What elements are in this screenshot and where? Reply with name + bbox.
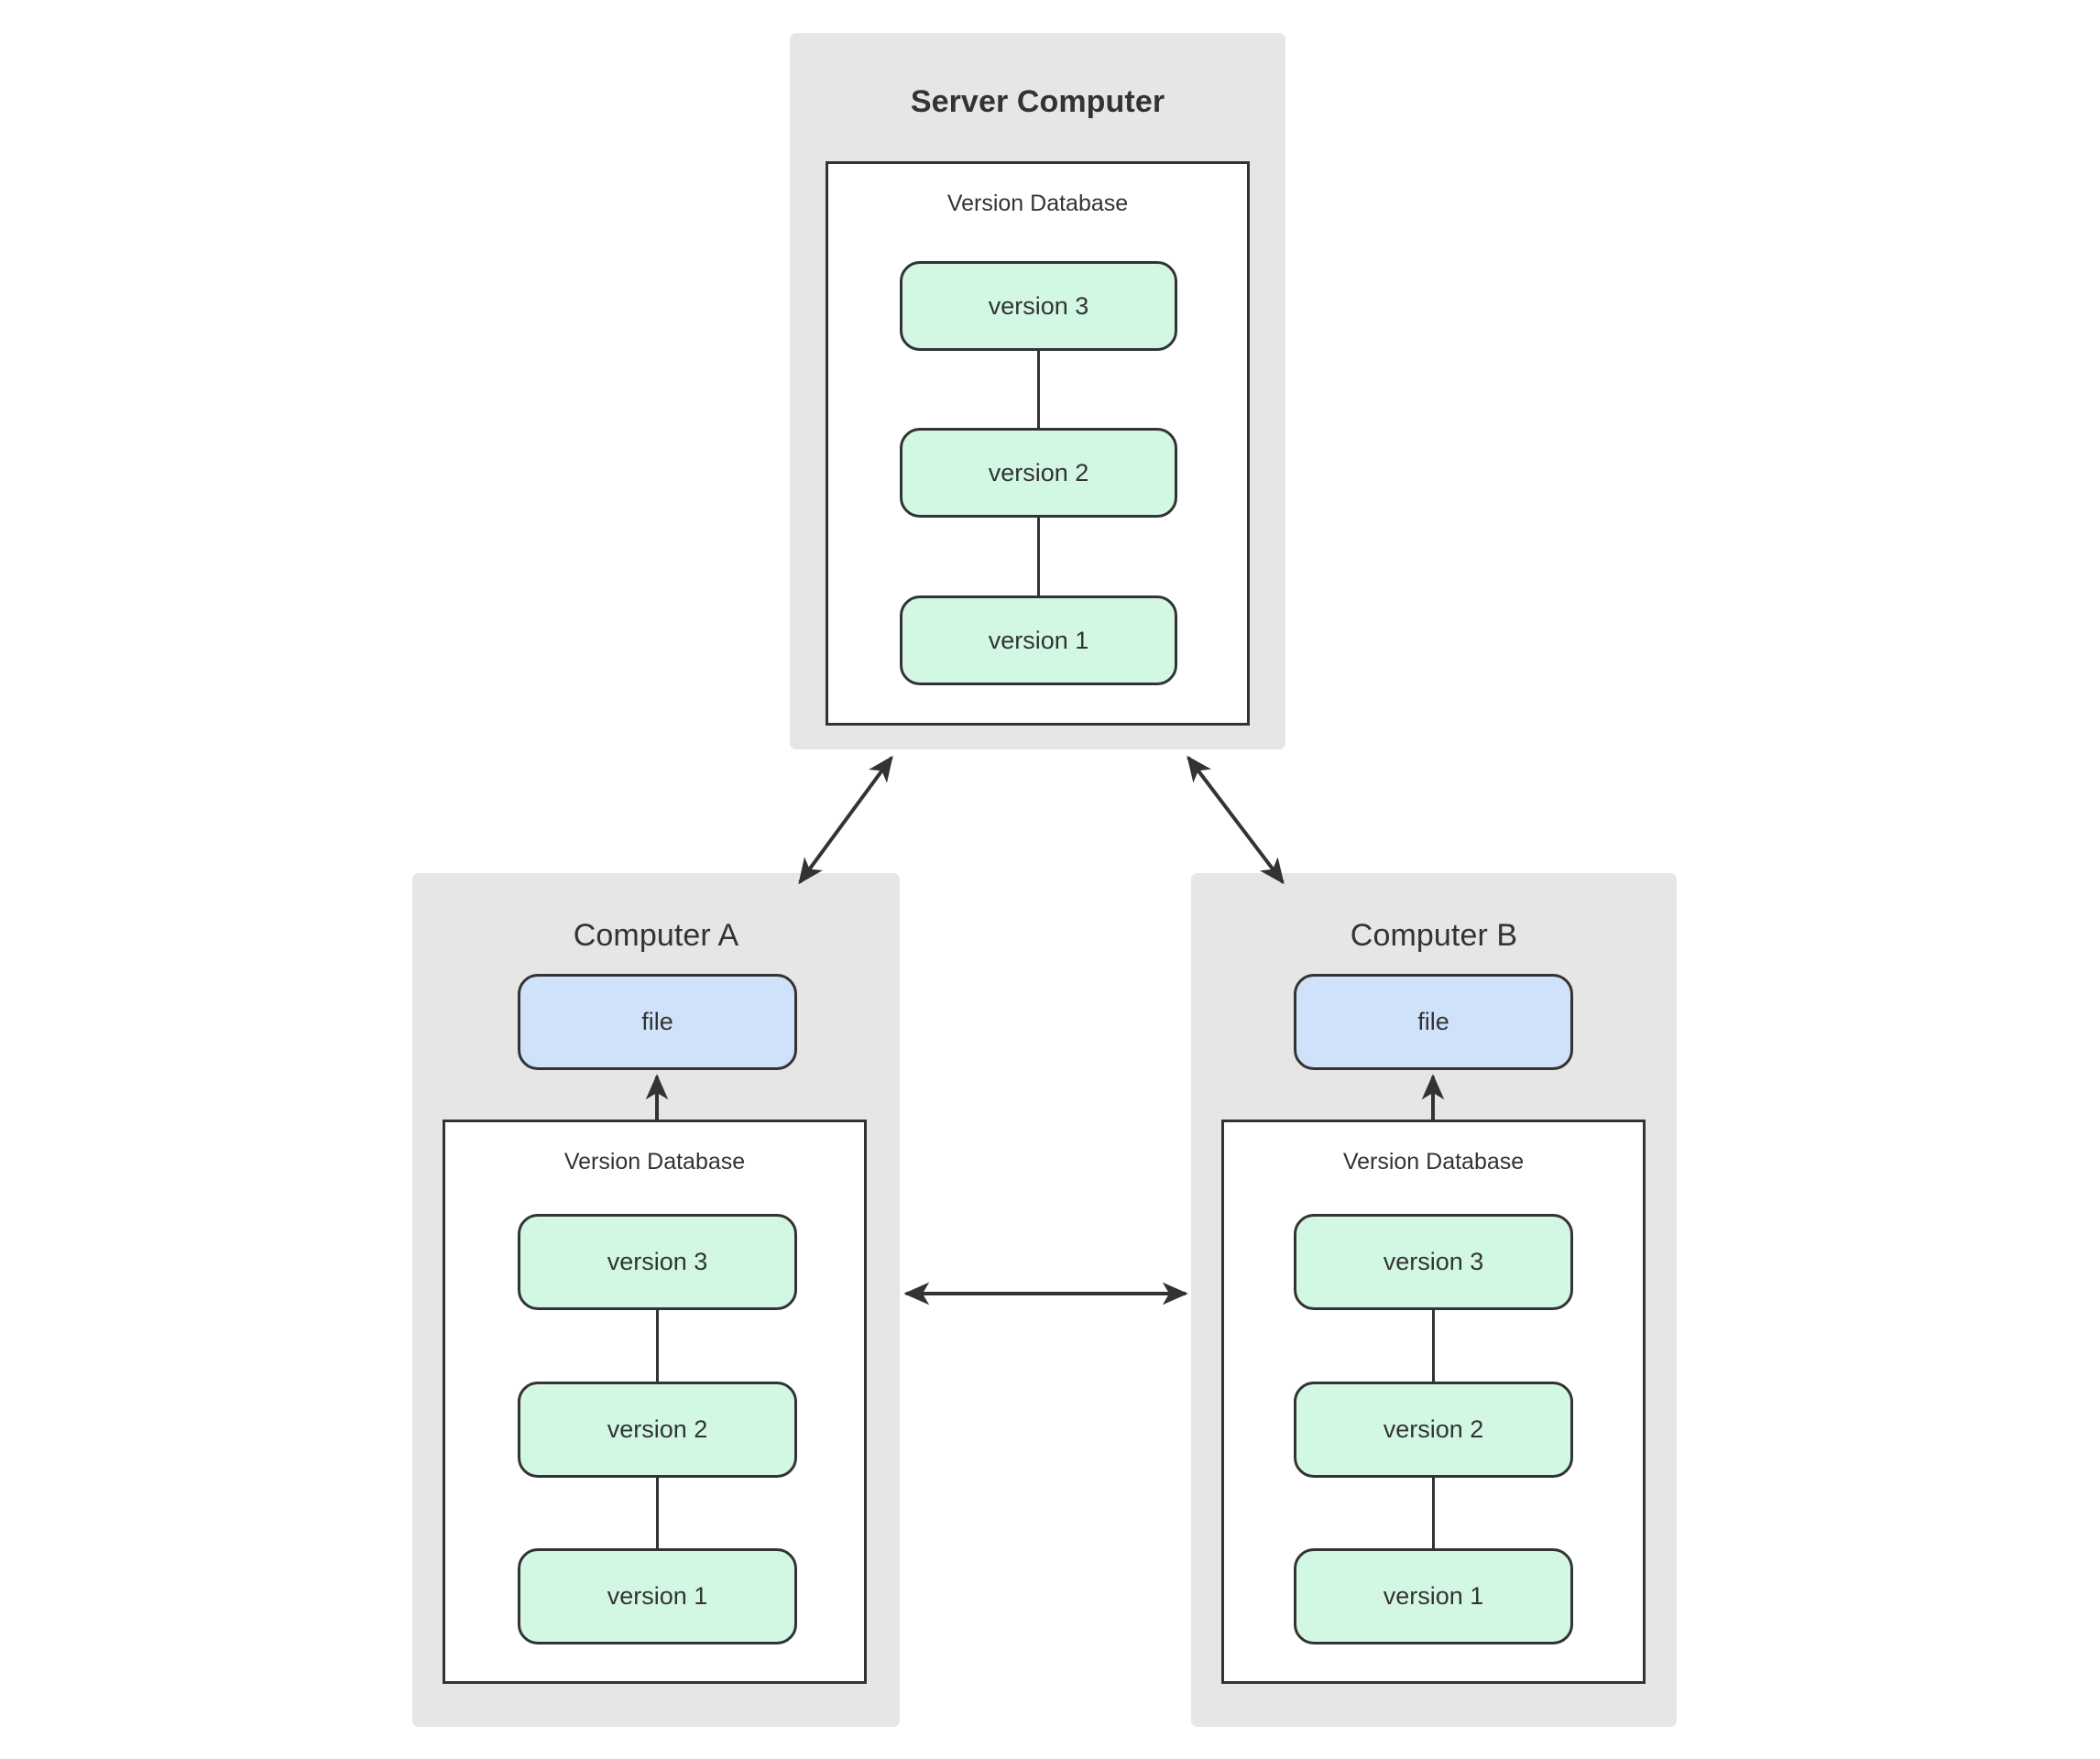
- computer-b-title: Computer B: [1350, 918, 1518, 953]
- computer-b-version-2-label: version 2: [1383, 1415, 1484, 1443]
- computer-b-version-2-node[interactable]: version 2: [1294, 1382, 1573, 1478]
- computer-b-file-node[interactable]: file: [1294, 974, 1573, 1070]
- server-version-2-to-1-connector: [1037, 518, 1040, 606]
- computer-b-version-database-label: Version Database: [1342, 1149, 1525, 1174]
- computer-a-file-label: file: [641, 1008, 673, 1035]
- server-version-3-label: version 3: [988, 291, 1089, 320]
- computer-a-title: Computer A: [573, 918, 739, 953]
- server-version-3-node[interactable]: version 3: [900, 261, 1177, 351]
- computer-b-version-3-to-2-connector: [1432, 1310, 1435, 1393]
- arrow-server-to-computer-b: [1187, 755, 1285, 885]
- server-version-1-node[interactable]: version 1: [900, 595, 1177, 685]
- computer-a-version-2-label: version 2: [607, 1415, 708, 1443]
- server-version-2-label: version 2: [988, 458, 1089, 486]
- arrow-server-to-computer-a: [798, 755, 893, 885]
- computer-a-version-1-node[interactable]: version 1: [518, 1548, 797, 1644]
- computer-b-version-3-label: version 3: [1383, 1248, 1484, 1275]
- computer-a-version-3-to-2-connector: [656, 1310, 659, 1393]
- server-version-1-label: version 1: [988, 626, 1089, 654]
- server-version-2-node[interactable]: version 2: [900, 428, 1177, 518]
- computer-b-file-label: file: [1417, 1008, 1449, 1035]
- server-version-database-label: Version Database: [946, 191, 1129, 216]
- server-version-3-to-2-connector: [1037, 351, 1040, 439]
- computer-a-version-1-label: version 1: [607, 1582, 708, 1610]
- computer-b-version-3-node[interactable]: version 3: [1294, 1214, 1573, 1310]
- computer-a-version-2-node[interactable]: version 2: [518, 1382, 797, 1478]
- computer-b-version-1-label: version 1: [1383, 1582, 1484, 1610]
- computer-a-version-2-to-1-connector: [656, 1478, 659, 1560]
- computer-a-file-node[interactable]: file: [518, 974, 797, 1070]
- computer-a-version-database-label: Version Database: [563, 1149, 746, 1174]
- computer-a-version-3-node[interactable]: version 3: [518, 1214, 797, 1310]
- computer-a-version-3-label: version 3: [607, 1248, 708, 1275]
- computer-b-version-2-to-1-connector: [1432, 1478, 1435, 1560]
- computer-b-version-1-node[interactable]: version 1: [1294, 1548, 1573, 1644]
- server-computer-title: Server Computer: [910, 84, 1165, 119]
